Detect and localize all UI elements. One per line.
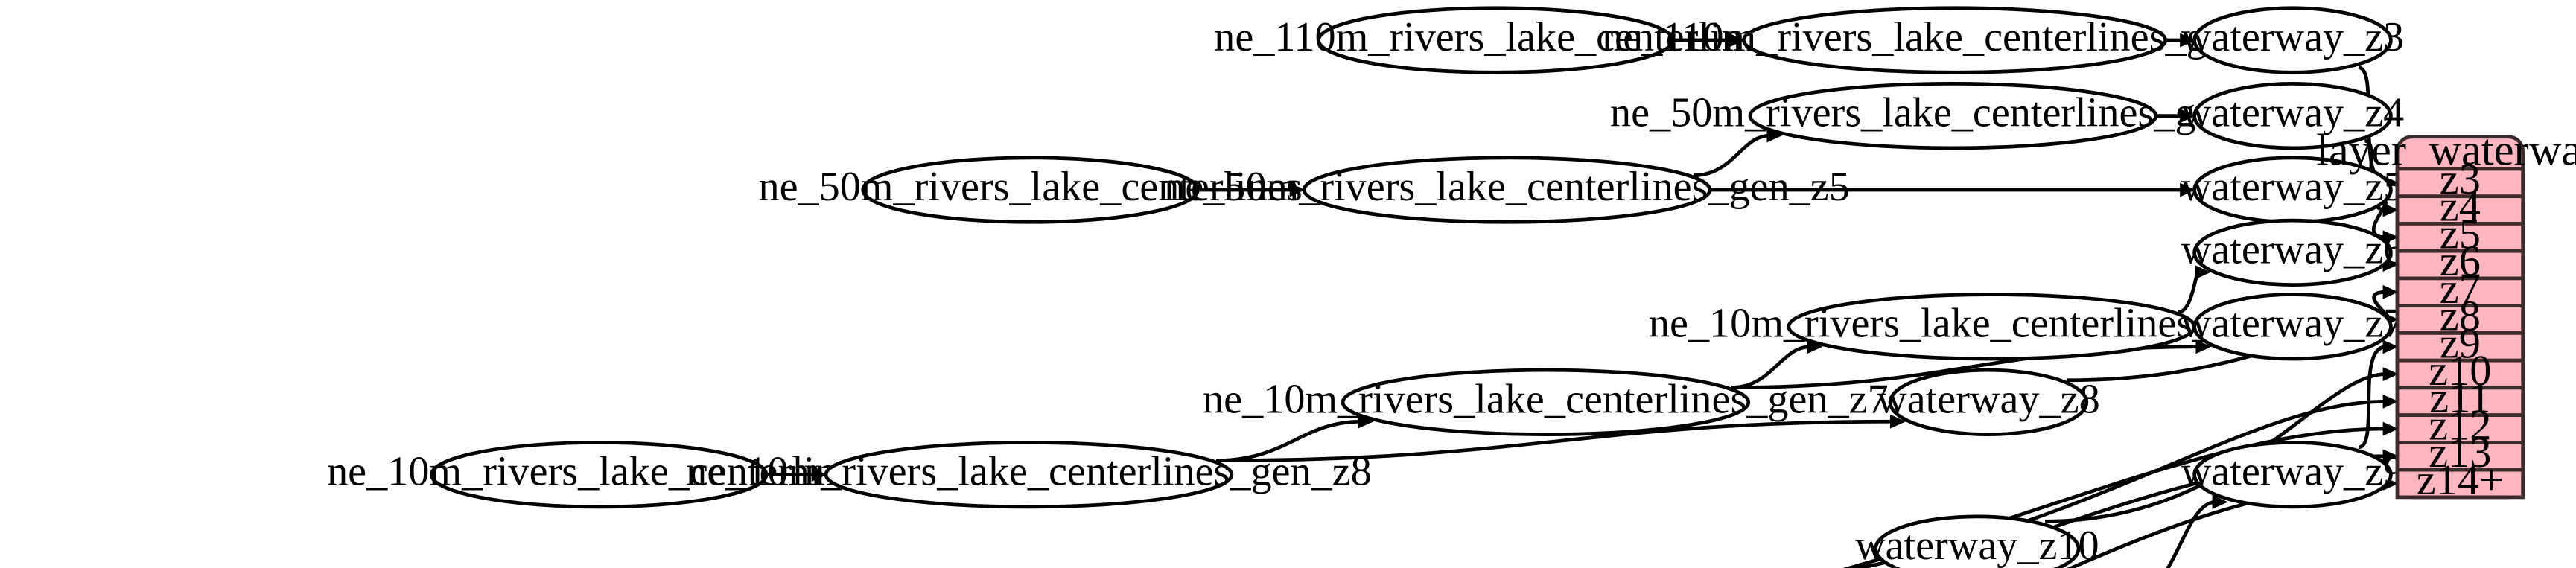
graph-node-ww_z6[interactable]: waterway_z6 xyxy=(2181,218,2405,287)
edge-ww_z9-to-layer_waterway-z9 xyxy=(2358,345,2387,450)
graph-node-ne50_z4[interactable]: ne_50m_rivers_lake_centerlines_gen_z4 xyxy=(1610,82,2296,150)
node-label: waterway_z3 xyxy=(2181,14,2405,60)
edge-ww_z11-to-layer_waterway-z11 xyxy=(1851,399,2386,568)
graph-node-ww_z4[interactable]: waterway_z4 xyxy=(2181,82,2405,150)
arrowhead xyxy=(2382,367,2399,381)
node-ellipse xyxy=(1888,368,2089,436)
graph-node-ne10_z8[interactable]: ne_10m_rivers_lake_centerlines_gen_z8 xyxy=(686,441,1372,509)
arrowhead xyxy=(2382,421,2399,436)
node-ellipse xyxy=(2192,6,2393,74)
table-row-z3[interactable] xyxy=(2395,167,2525,199)
arrowhead xyxy=(2382,394,2399,409)
node-label: waterway_z10 xyxy=(1855,523,2099,568)
node-label: ne_10m_rivers_lake_centerlines_gen_z8 xyxy=(686,449,1372,495)
table-row-z14+[interactable] xyxy=(2395,468,2525,500)
graph-node-ww_z10[interactable]: waterway_z10 xyxy=(1855,514,2099,568)
table-row-z5[interactable] xyxy=(2395,222,2525,253)
node-ellipse xyxy=(1317,6,1675,74)
node-label: ne_10m_rivers_lake_centerlines_gen_z7 xyxy=(1203,376,1889,422)
node-ellipse xyxy=(1341,368,1751,436)
node-label: ne_50m_rivers_lake_centerlines xyxy=(758,164,1302,210)
nodes-layer: imposm3osm_waterway_linestringosm_import… xyxy=(327,6,2405,568)
node-label: waterway_z5 xyxy=(2181,164,2405,210)
node-label: ne_50m_rivers_lake_centerlines_gen_z5 xyxy=(1164,164,1850,210)
node-label: waterway_z4 xyxy=(2181,90,2405,136)
node-ellipse xyxy=(824,441,1234,509)
graph-node-ne50_z5[interactable]: ne_50m_rivers_lake_centerlines_gen_z5 xyxy=(1164,156,1850,224)
node-ellipse xyxy=(430,441,769,509)
node-ellipse xyxy=(861,156,1200,224)
table-row-z13[interactable] xyxy=(2395,441,2525,472)
arrowhead xyxy=(2382,339,2399,354)
edge-ne50_z5-to-ne50_z4 xyxy=(1694,133,1770,178)
node-label: waterway_z6 xyxy=(2181,226,2405,272)
arrowhead xyxy=(2382,449,2399,464)
node-label: ne_110m_rivers_lake_centerlines xyxy=(1214,14,1777,60)
arrowhead xyxy=(2195,265,2211,280)
node-ellipse xyxy=(2192,82,2393,150)
arrowhead xyxy=(1729,33,1745,48)
graph-node-ww_z3[interactable]: waterway_z3 xyxy=(2181,6,2405,74)
table-row-z7[interactable] xyxy=(2395,276,2525,308)
arrowhead xyxy=(1289,182,1306,197)
graph-node-ne110_ls[interactable]: ne_110m_rivers_lake_centerlines xyxy=(1214,6,1778,74)
graph-node-ne10_z7[interactable]: ne_10m_rivers_lake_centerlines_gen_z7 xyxy=(1203,368,1889,436)
node-label: ne_10m_rivers_lake_centerlines xyxy=(327,449,871,495)
arrowhead xyxy=(2382,284,2399,299)
graph-node-ne10_ls[interactable]: ne_10m_rivers_lake_centerlines xyxy=(327,441,871,509)
edge-ne10_z8-to-ww_z8 xyxy=(1216,419,1894,463)
graph-node-ww_z8[interactable]: waterway_z8 xyxy=(1877,368,2100,436)
edge-ww_z14-to-layer_waterway-z14+ xyxy=(2067,482,2386,568)
graph-node-ww_z7[interactable]: waterway_z7 xyxy=(2181,293,2405,361)
node-ellipse xyxy=(2192,218,2393,287)
arrowhead xyxy=(2382,230,2399,245)
arrowhead xyxy=(811,468,827,482)
table-row-z8[interactable] xyxy=(2395,304,2525,335)
arrowhead xyxy=(1889,414,1906,429)
graph-node-ww_z9[interactable]: waterway_z9 xyxy=(2181,441,2405,509)
node-label: waterway_z9 xyxy=(2181,449,2405,495)
table-row-label-z14+: z14+ xyxy=(2417,456,2504,504)
table-title: layer_waterway xyxy=(2316,125,2576,175)
node-ellipse xyxy=(1874,514,2081,568)
node-label: waterway_z8 xyxy=(1877,376,2100,422)
node-ellipse xyxy=(1302,156,1712,224)
table-node-layer_waterway[interactable]: layer_waterwayz3z4z5z6z7z8z9z10z11z12z13… xyxy=(2316,125,2576,504)
edge-osm_imp_z9-to-ww_z9 xyxy=(2166,500,2216,568)
arrowhead xyxy=(2195,339,2212,354)
node-ellipse xyxy=(1748,82,2158,150)
node-ellipse xyxy=(2192,441,2393,509)
arrowhead xyxy=(2180,182,2196,197)
graph-node-ne50_ls[interactable]: ne_50m_rivers_lake_centerlines xyxy=(758,156,1303,224)
table-node-layer: layer_waterwayz3z4z5z6z7z8z9z10z11z12z13… xyxy=(2316,125,2576,504)
node-ellipse xyxy=(1741,6,2168,74)
graph-node-ne110_z3[interactable]: ne_110m_rivers_lake_centerlines_gen_z3 xyxy=(1602,6,2307,74)
arrowhead xyxy=(2180,33,2196,48)
arrowhead xyxy=(2180,109,2196,124)
node-label: ne_50m_rivers_lake_centerlines_gen_z4 xyxy=(1610,90,2296,136)
node-label: waterway_z7 xyxy=(2181,301,2405,347)
node-label: ne_110m_rivers_lake_centerlines_gen_z3 xyxy=(1602,14,2307,60)
arrowhead xyxy=(2212,494,2228,509)
table-row-z9[interactable] xyxy=(2395,331,2525,363)
node-ellipse xyxy=(2192,293,2393,361)
